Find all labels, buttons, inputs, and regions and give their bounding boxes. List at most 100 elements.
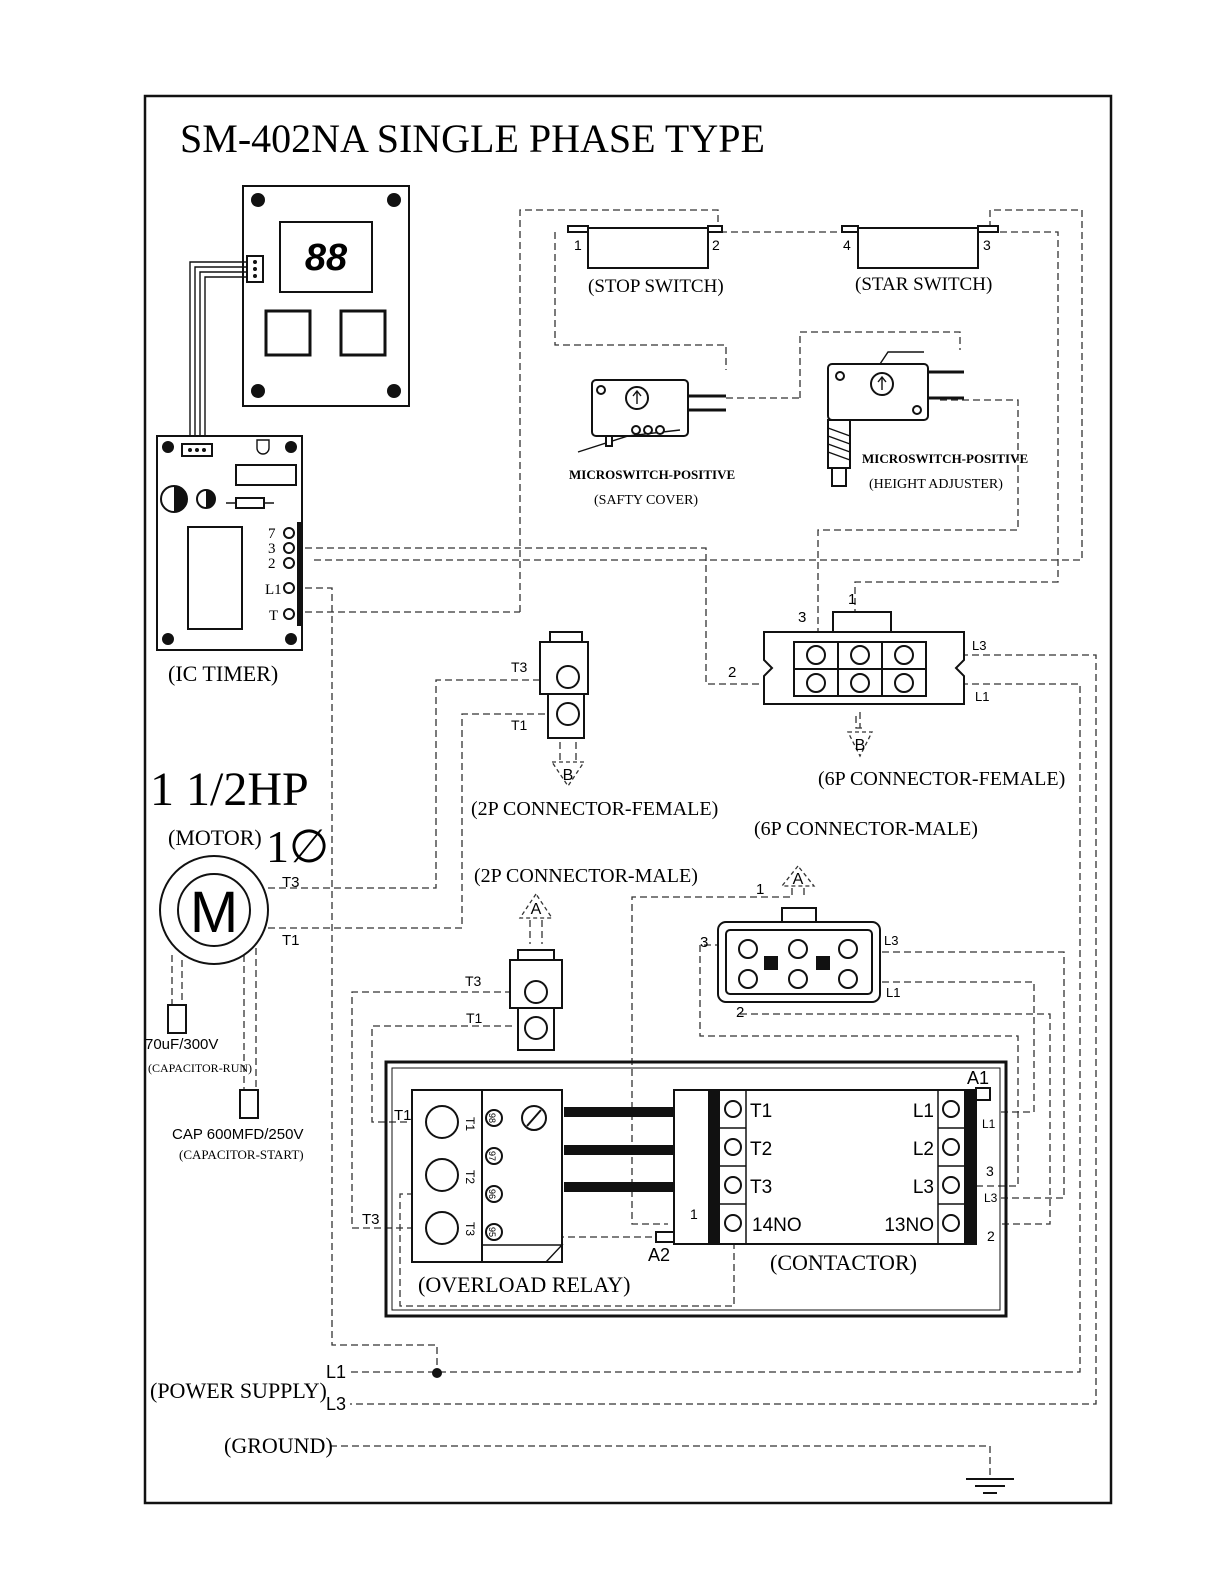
display-button-right — [339, 309, 387, 357]
control-box — [384, 1060, 1008, 1318]
star-switch-pin-4: 4 — [843, 237, 851, 253]
motor-label: (MOTOR) — [168, 825, 262, 850]
star-switch-label: (STAR SWITCH) — [855, 274, 992, 295]
p6f-pin-2: 2 — [728, 664, 736, 681]
ic-pin-t: T — [269, 608, 278, 624]
contactor-side-2: 2 — [987, 1228, 995, 1244]
microswitch-safety-line1: MICROSWITCH-POSITIVE — [569, 467, 735, 482]
dashed-wires — [171, 209, 1097, 1478]
motor-phase: 1∅ — [266, 821, 329, 872]
p6f-pin-3: 3 — [798, 609, 806, 626]
p6m-pin-3: 3 — [700, 934, 708, 951]
power-junction-dot — [432, 1368, 442, 1378]
display-digits: 88 — [305, 237, 348, 279]
seven-segment-display — [279, 221, 373, 293]
capacitor-run — [167, 1004, 187, 1034]
capacitor-start-label: (CAPACITOR-START) — [179, 1147, 304, 1162]
contactor-body — [655, 1087, 991, 1245]
p2m-label: (2P CONNECTOR-MALE) — [474, 865, 698, 887]
overload-relay-body — [411, 1089, 674, 1263]
contactor-l3: L3 — [913, 1177, 934, 1198]
contactor-13no: 13NO — [884, 1215, 934, 1236]
capacitor-run-label: (CAPACITOR-RUN) — [148, 1061, 252, 1075]
ground-symbol — [966, 1478, 1014, 1494]
ic-timer-board — [156, 435, 303, 651]
contactor-side-1: 1 — [690, 1206, 698, 1222]
contactor-label: (CONTACTOR) — [770, 1250, 917, 1275]
p6f-mark: B — [855, 737, 866, 754]
olr-t3: T3 — [362, 1211, 380, 1228]
olr-aux-97: 97 — [487, 1151, 497, 1161]
p6m-pin-2: 2 — [736, 1004, 744, 1021]
microswitch-safety-cover — [577, 379, 726, 453]
p2m-mark: A — [531, 901, 542, 918]
olr-term-t1: T1 — [463, 1117, 477, 1131]
ground-label: (GROUND) — [224, 1433, 333, 1458]
connector-6p-male — [717, 864, 881, 1003]
p2f-label: (2P CONNECTOR-FEMALE) — [471, 798, 718, 820]
olr-term-t2: T2 — [463, 1170, 477, 1184]
motor-m: M — [190, 880, 238, 945]
p2m-t1: T1 — [466, 1010, 483, 1026]
connector-6p-female — [763, 611, 965, 758]
p6f-l1: L1 — [975, 689, 989, 704]
contactor-side-l1: L1 — [982, 1117, 996, 1131]
display-button-left — [264, 309, 312, 357]
p6m-pin-1: 1 — [756, 881, 764, 898]
p2f-t1: T1 — [511, 717, 528, 733]
olr-term-t3: T3 — [463, 1222, 477, 1236]
contactor-t1: T1 — [750, 1101, 772, 1122]
ic-pin-3: 3 — [268, 541, 276, 557]
p6m-l3: L3 — [884, 933, 898, 948]
microswitch-height-line1: MICROSWITCH-POSITIVE — [862, 451, 1028, 466]
overload-relay-label: (OVERLOAD RELAY) — [418, 1272, 630, 1297]
star-switch — [841, 225, 999, 269]
p2f-mark: B — [563, 767, 574, 784]
microswitch-height-adjuster — [827, 351, 964, 487]
display-board: 88 — [242, 185, 410, 407]
contactor-side-l3: L3 — [984, 1191, 998, 1205]
motor-power: 1 1/2HP — [150, 763, 309, 816]
contactor-a1: A1 — [967, 1068, 989, 1088]
p2m-t3: T3 — [465, 973, 482, 989]
olr-aux-96: 96 — [487, 1189, 497, 1199]
capacitor-start-value: CAP 600MFD/250V — [172, 1126, 303, 1143]
contactor-side-3: 3 — [986, 1163, 994, 1179]
star-switch-pin-3: 3 — [983, 237, 991, 253]
p6f-l3: L3 — [972, 638, 986, 653]
p2f-t3: T3 — [511, 659, 528, 675]
p6m-label: (6P CONNECTOR-MALE) — [754, 818, 978, 840]
stop-switch-pin-1: 1 — [574, 237, 582, 253]
ic-pin-2: 2 — [268, 556, 276, 572]
capacitor-start — [239, 1089, 259, 1119]
diagram-frame — [143, 94, 1113, 1505]
olr-aux-98: 98 — [487, 1113, 497, 1123]
contactor-l1: L1 — [913, 1101, 934, 1122]
diagram-title: SM-402NA SINGLE PHASE TYPE — [180, 116, 765, 161]
stop-switch-pin-2: 2 — [712, 237, 720, 253]
contactor-t3: T3 — [750, 1177, 772, 1198]
ic-timer-label: (IC TIMER) — [168, 661, 278, 686]
motor-symbol — [159, 855, 269, 965]
olr-aux-95: 95 — [487, 1227, 497, 1237]
olr-t1: T1 — [394, 1107, 412, 1124]
ic-pin-l1: L1 — [265, 582, 282, 598]
stop-switch — [567, 225, 723, 269]
contactor-l2: L2 — [913, 1139, 934, 1160]
connector-2p-female — [539, 631, 589, 788]
power-supply-label: (POWER SUPPLY) — [150, 1378, 327, 1403]
connector-2p-male — [509, 892, 563, 1051]
motor-t3: T3 — [282, 874, 300, 891]
contactor-14no: 14NO — [752, 1215, 802, 1236]
microswitch-safety-line2: (SAFTY COVER) — [594, 493, 698, 508]
power-l1: L1 — [326, 1362, 346, 1382]
motor-t1: T1 — [282, 932, 300, 949]
p6f-pin-1: 1 — [848, 591, 856, 608]
contactor-t2: T2 — [750, 1139, 772, 1160]
p6f-label: (6P CONNECTOR-FEMALE) — [818, 768, 1065, 790]
p6m-l1: L1 — [886, 985, 900, 1000]
ribbon-cable — [189, 261, 247, 448]
ic-pin-7: 7 — [268, 526, 276, 542]
stop-switch-label: (STOP SWITCH) — [588, 276, 724, 297]
